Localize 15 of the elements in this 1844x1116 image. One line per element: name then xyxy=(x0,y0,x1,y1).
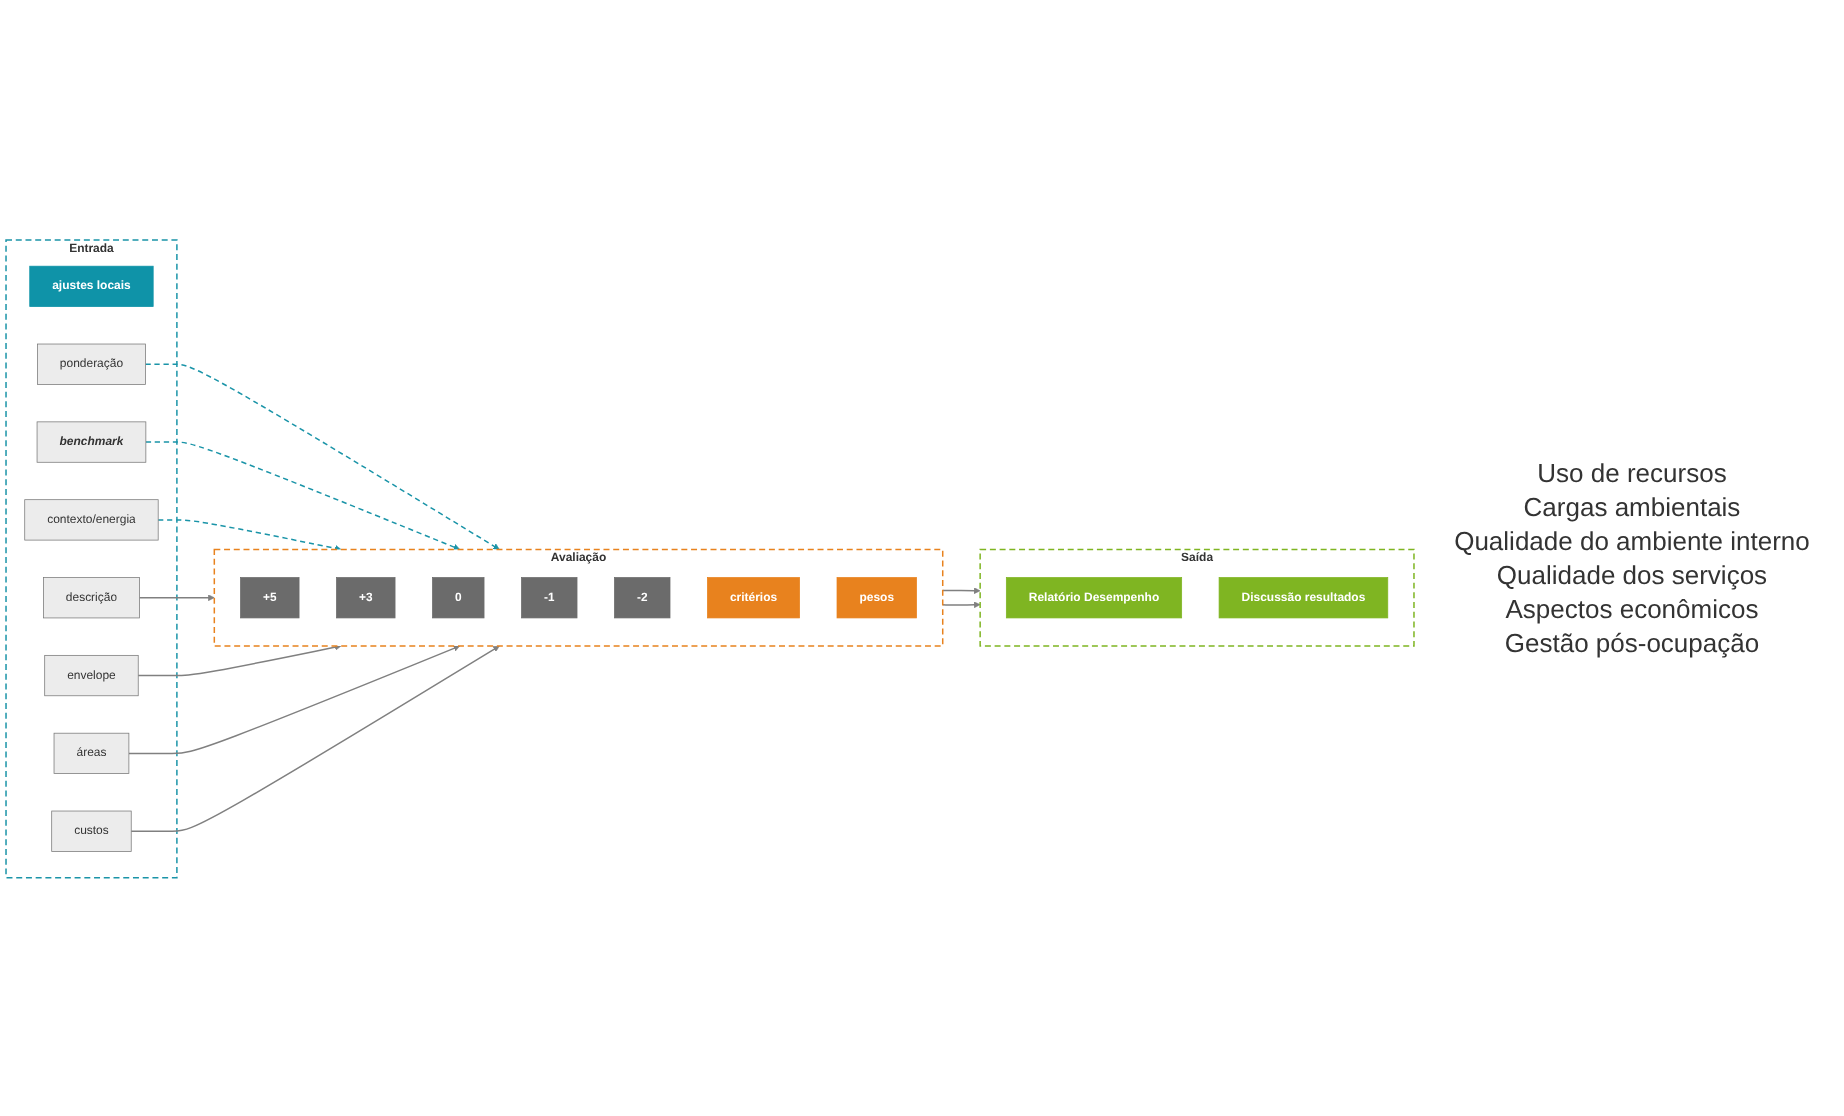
arrow xyxy=(130,644,500,832)
arrow xyxy=(144,362,500,549)
arrow xyxy=(941,600,981,608)
arrow xyxy=(128,644,461,754)
arrow xyxy=(941,586,981,594)
arrow xyxy=(157,518,342,551)
arrow xyxy=(138,593,215,601)
arrow xyxy=(137,643,342,676)
arrow xyxy=(145,440,461,550)
note-text: Qualidade dos serviços xyxy=(1494,560,1770,590)
note-text: Gestão pós-ocupação xyxy=(1502,628,1762,658)
note-text: Qualidade do ambiente interno xyxy=(1452,526,1812,556)
note-text: Cargas ambientais xyxy=(1521,492,1743,522)
note-text: Aspectos econômicos xyxy=(1503,594,1761,624)
note-text: Uso de recursos xyxy=(1535,458,1729,488)
